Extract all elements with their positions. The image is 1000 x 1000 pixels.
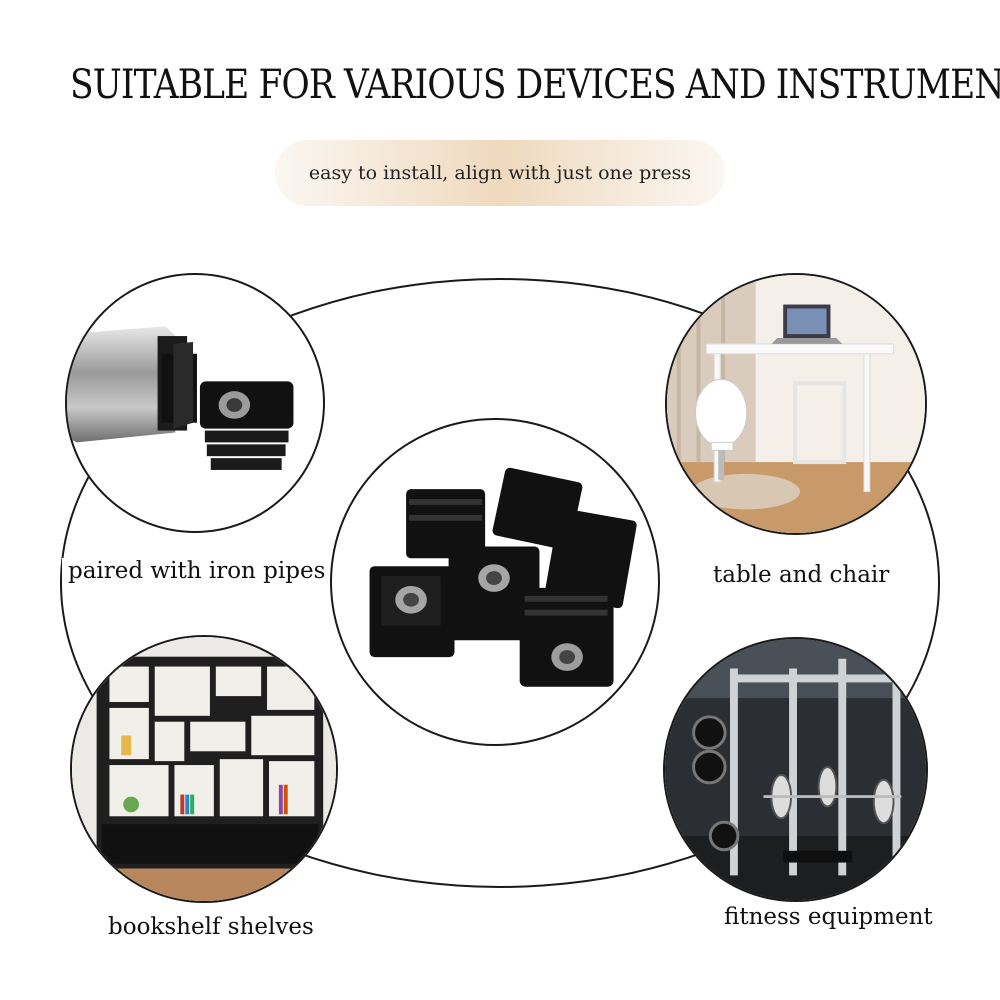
label-table-chair: table and chair bbox=[707, 562, 896, 588]
iron-pipe-insert-image bbox=[65, 273, 325, 533]
gym-rack-image bbox=[663, 637, 928, 902]
page-title: SUITABLE FOR VARIOUS DEVICES AND INSTRUM… bbox=[70, 62, 1000, 108]
desk-chair-image bbox=[665, 273, 927, 535]
label-bookshelf: bookshelf shelves bbox=[102, 914, 320, 940]
subtitle-text: easy to install, align with just one pre… bbox=[308, 162, 692, 184]
connector-ellipse bbox=[60, 278, 940, 888]
label-iron-pipes: paired with iron pipes bbox=[62, 558, 332, 584]
bookshelf-image bbox=[70, 635, 338, 903]
subtitle-pill: easy to install, align with just one pre… bbox=[275, 140, 725, 206]
square-tube-inserts-image bbox=[330, 418, 660, 746]
label-fitness: fitness equipment bbox=[718, 904, 939, 930]
